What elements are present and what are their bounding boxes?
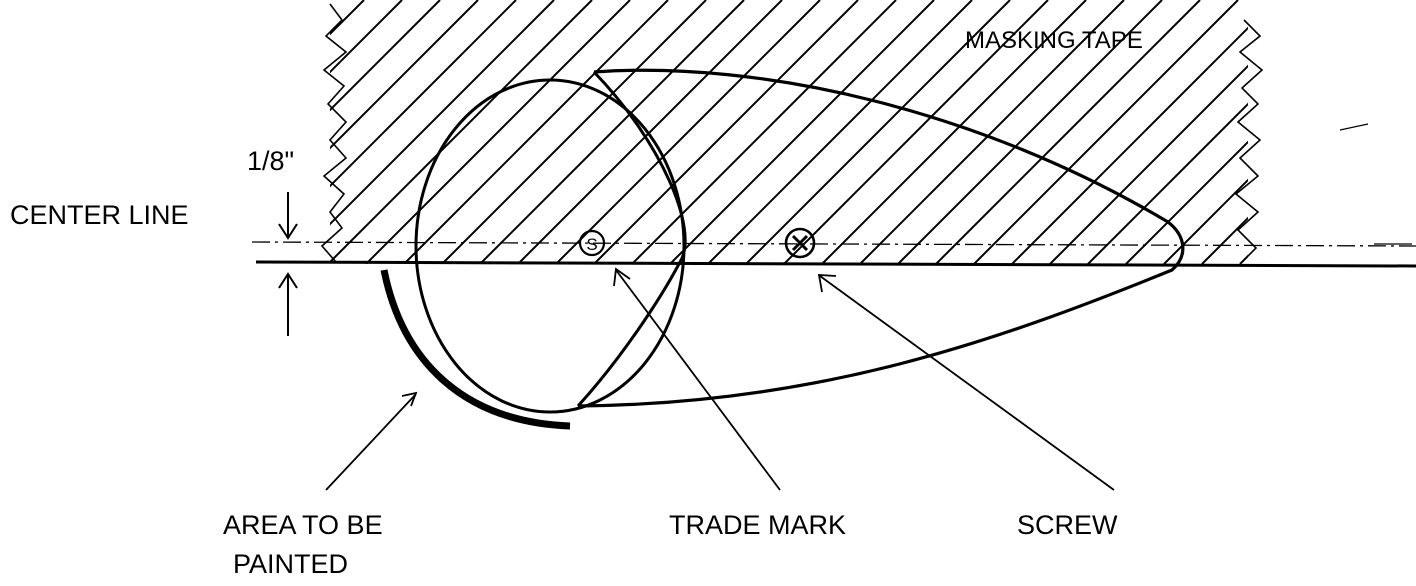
hatch-line	[555, 0, 821, 264]
stray-mark	[1339, 123, 1369, 131]
hatch-line	[1239, 254, 1248, 264]
hatch-line	[935, 0, 1201, 264]
hatch-line	[593, 0, 859, 264]
hatch-line	[707, 0, 973, 264]
bat-end-arc	[576, 70, 687, 408]
hatch-line	[330, 0, 593, 264]
hatch-line	[330, 0, 479, 150]
area-to-be-painted-label-line2: PAINTED	[233, 549, 348, 579]
area-to-be-painted-arc	[380, 269, 571, 430]
hatch-line	[1125, 140, 1248, 264]
center-line-label: CENTER LINE	[10, 200, 189, 230]
hatch-line	[330, 0, 403, 74]
masking-tape-hatching	[330, 0, 1416, 264]
trade-mark-label: TRADE MARK	[669, 510, 846, 540]
dimension-label: 1/8"	[247, 146, 294, 176]
bat-knob-end-ellipse	[414, 78, 686, 414]
hatch-line	[330, 0, 517, 188]
hatch-line	[1201, 216, 1248, 264]
center-line	[251, 241, 1416, 247]
hatch-line	[821, 0, 1087, 264]
hatch-line	[1049, 64, 1248, 264]
masking-tape-label: MASKING TAPE	[965, 27, 1143, 54]
hatch-line	[330, 0, 555, 226]
hatch-line	[330, 0, 441, 112]
svg-text:S: S	[586, 235, 597, 254]
leader-trade-mark	[613, 267, 781, 491]
hatch-line	[1011, 26, 1248, 264]
hatch-line	[1087, 102, 1248, 264]
hatch-line	[973, 0, 1239, 264]
tape-right-torn-edge	[1234, 19, 1264, 263]
hatch-line	[783, 0, 1049, 264]
hatch-line	[1278, 0, 1416, 264]
screw-label: SCREW	[1017, 510, 1118, 540]
tape-left-torn-edge	[320, 3, 348, 263]
hatch-line	[517, 0, 783, 264]
leader-screw	[817, 274, 1115, 491]
hatch-line	[1163, 178, 1248, 264]
trade-mark-symbol: S	[578, 229, 606, 257]
area-to-be-painted-label-line1: AREA TO BE	[223, 510, 383, 540]
bat-barrel-outline	[577, 68, 1185, 408]
screw-symbol	[784, 227, 816, 259]
hatch-line	[1392, 0, 1416, 264]
leader-area-to-be-painted	[325, 391, 418, 491]
tape-bottom-edge-line	[255, 260, 1416, 268]
hatch-line	[1354, 0, 1416, 264]
dimension-arrow-up	[278, 272, 298, 336]
hatch-line	[1316, 0, 1416, 264]
hatch-line	[745, 0, 1011, 264]
hatch-line	[897, 0, 1163, 264]
hatch-line	[441, 0, 707, 264]
hatch-line	[669, 0, 935, 264]
hatch-line	[365, 0, 631, 264]
hatch-line	[403, 0, 669, 264]
hatch-line	[479, 0, 745, 264]
hatch-line	[859, 0, 1125, 264]
dimension-arrow-down	[278, 192, 298, 240]
hatch-line	[631, 0, 897, 264]
